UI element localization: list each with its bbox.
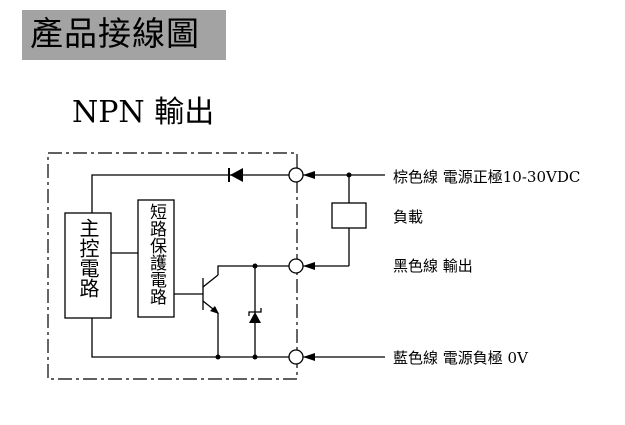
diode-bar [228, 168, 230, 182]
load-resistor [331, 202, 367, 229]
collector-wire [217, 265, 289, 275]
terminal-arrow-brown [303, 171, 315, 179]
junction-dot [215, 354, 221, 360]
protection-circuit-label: 短路保護電路 [146, 203, 167, 305]
emitter-arrow [210, 306, 219, 314]
junction-dot [252, 354, 258, 360]
terminal-brown [288, 167, 304, 183]
junction-dot [346, 172, 352, 178]
diode-symbol [230, 168, 243, 182]
negative-rail [91, 318, 289, 358]
main-circuit-box [64, 212, 112, 319]
diagram-heading: NPN 輸出 [72, 95, 214, 130]
terminal-blue [288, 349, 304, 365]
banner-title: 產品接線圖 [30, 14, 200, 53]
brown-wire-label: 棕色線 電源正極10-30VDC [393, 168, 580, 186]
main-circuit-label: 主控電路 [76, 218, 100, 298]
terminal-black [288, 258, 304, 274]
junction-dot [252, 263, 258, 269]
positive-rail [91, 174, 289, 213]
terminal-arrow-blue [303, 353, 315, 361]
terminal-arrow-black [303, 262, 315, 270]
load-label: 負載 [393, 208, 423, 226]
protection-circuit-box [137, 199, 175, 318]
black-wire-label: 黑色線 輸出 [393, 257, 473, 275]
blue-wire-label: 藍色線 電源負極 0V [393, 349, 529, 367]
title-banner: 產品接線圖 [22, 10, 226, 60]
zener-symbol [249, 312, 261, 323]
transistor-collector [202, 274, 219, 288]
